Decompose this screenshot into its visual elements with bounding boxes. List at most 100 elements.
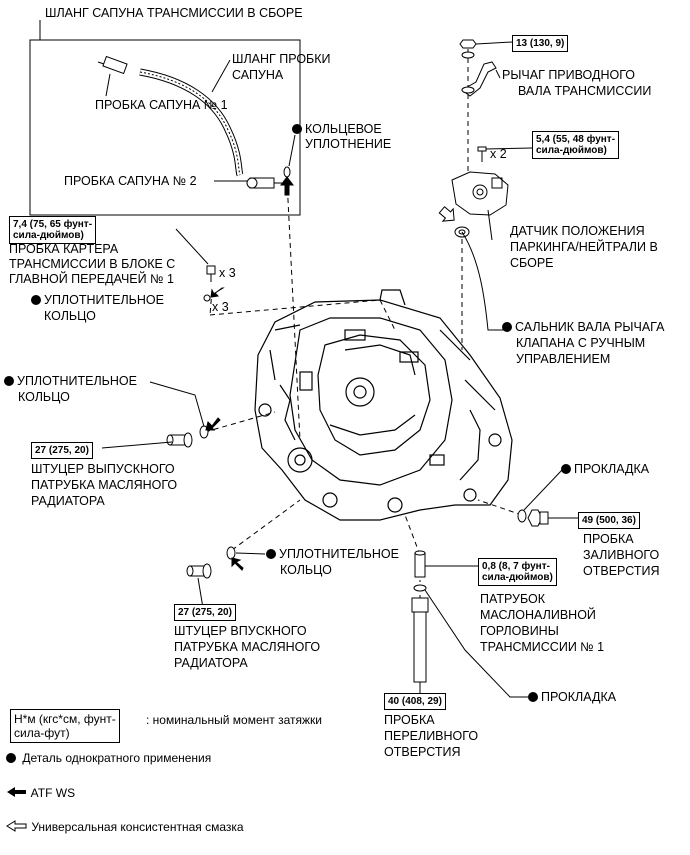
- label-inlet-union-2: ПАТРУБКА МАСЛЯНОГО: [174, 640, 321, 654]
- label-case-plug-3: ГЛАВНОЙ ПЕРЕДАЧЕЙ № 1: [9, 272, 174, 286]
- label-oil-seal-2: КЛАПАНА С РУЧНЫМ: [516, 336, 646, 350]
- label-overflow-plug-3: ОТВЕРСТИЯ: [384, 745, 461, 759]
- label-breather-plug-2: ПРОБКА САПУНА № 2: [64, 174, 197, 188]
- sensor-bolt-part: [477, 146, 533, 162]
- non-reusable-dot-icon: [528, 692, 538, 702]
- torque-74-line-2: сила-дюймов): [13, 230, 84, 241]
- breather-assembly-frame: [29, 20, 301, 216]
- non-reusable-dot-icon: [502, 322, 512, 332]
- label-filler-plug-2: ЗАЛИВНОГО: [583, 548, 660, 562]
- o-ring-top-part: [280, 134, 296, 196]
- filler-tube-part: [414, 550, 478, 578]
- label-breather-hose-assy: ШЛАНГ САПУНА ТРАНСМИССИИ В СБОРЕ: [45, 6, 303, 20]
- label-filler-plug-3: ОТВЕРСТИЯ: [583, 564, 660, 578]
- grease-arrow-icon: [6, 820, 27, 832]
- label-o-ring-top-2: УПЛОТНЕНИЕ: [305, 137, 392, 151]
- non-reusable-dot-icon: [561, 464, 571, 474]
- label-o-ring-top-1: КОЛЬЦЕВОЕ: [292, 122, 382, 137]
- label-gasket-ring-1b: КОЛЬЦО: [44, 309, 96, 323]
- breather-plug-2-part: [214, 177, 282, 189]
- label-x3-a: x 3: [219, 266, 236, 280]
- torque-box-49: 49 (500, 36): [578, 512, 640, 529]
- label-gasket-ring-2b: КОЛЬЦО: [18, 390, 70, 404]
- o-ring-top-text-1: КОЛЬЦЕВОЕ: [305, 122, 382, 136]
- shift-lever-part: [459, 39, 513, 97]
- legend-atf-text: ATF WS: [30, 786, 76, 800]
- label-shift-lever-2: ВАЛА ТРАНСМИССИИ: [518, 84, 652, 98]
- label-park-neutral-1: ДАТЧИК ПОЛОЖЕНИЯ: [510, 224, 645, 238]
- dashed-leaders: [204, 40, 523, 600]
- legend-non-reusable-text: Деталь однократного применения: [22, 751, 212, 765]
- torque-box-54: 5,4 (55, 48 фунт-сила-дюймов): [532, 131, 620, 159]
- label-x2: x 2: [490, 147, 507, 161]
- legend-torque-line-2: сила-фут): [14, 726, 70, 740]
- label-gasket-ring-3b: КОЛЬЦО: [280, 563, 332, 577]
- label-filler-tube-3: ГОРЛОВИНЫ: [480, 624, 559, 638]
- label-outlet-union-3: РАДИАТОРА: [31, 494, 105, 508]
- breather-hose-part: [139, 59, 244, 177]
- gasket-bottom-text: ПРОКЛАДКА: [541, 690, 617, 704]
- atf-arrow-icon: [7, 787, 26, 797]
- non-reusable-dot-icon: [292, 124, 302, 134]
- legend-torque-line-1: Н*м (кгс*см, фунт-: [14, 712, 116, 726]
- legend-atf: ATF WS: [6, 786, 75, 800]
- breather-plug-1-part: [97, 55, 128, 97]
- legend-grease-text: Универсальная консистентная смазка: [31, 820, 244, 834]
- label-case-plug-2: ТРАНСМИССИИ В БЛОКЕ С: [9, 257, 176, 271]
- label-overflow-plug-1: ПРОБКА: [384, 713, 435, 727]
- label-gasket-ring-1: УПЛОТНИТЕЛЬНОЕ: [31, 293, 164, 308]
- label-inlet-union-3: РАДИАТОРА: [174, 656, 248, 670]
- torque-74-line-1: 7,4 (75, 65 фунт-: [13, 219, 93, 230]
- non-reusable-dot-icon: [4, 376, 14, 386]
- oil-seal-text-1: САЛЬНИК ВАЛА РЫЧАГА: [515, 320, 665, 334]
- gasket-ring-2-text: УПЛОТНИТЕЛЬНОЕ: [17, 374, 137, 388]
- non-reusable-dot-icon: [6, 753, 16, 763]
- gasket-ring-3-text: УПЛОТНИТЕЛЬНОЕ: [279, 547, 399, 561]
- case-plug-part: [175, 228, 225, 302]
- label-filler-tube-1: ПАТРУБОК: [480, 592, 546, 606]
- label-breather-plug-hose-1: ШЛАНГ ПРОБКИ: [232, 52, 331, 66]
- torque-box-27-inlet: 27 (275, 20): [174, 604, 236, 621]
- label-x3-b: x 3: [212, 300, 229, 314]
- torque-08-line-1: 0,8 (8, 7 фунт-: [482, 561, 550, 572]
- label-case-plug-1: ПРОБКА КАРТЕРА: [9, 242, 119, 256]
- label-gasket-ring-2: УПЛОТНИТЕЛЬНОЕ: [4, 374, 137, 389]
- label-inlet-union-1: ШТУЦЕР ВПУСКНОГО: [174, 624, 307, 638]
- legend-torque-box: Н*м (кгс*см, фунт- сила-фут): [10, 709, 120, 743]
- torque-box-08: 0,8 (8, 7 фунт-сила-дюймов): [478, 558, 557, 586]
- label-gasket-right: ПРОКЛАДКА: [561, 462, 649, 477]
- label-filler-tube-2: МАСЛОНАЛИВНОЙ: [480, 608, 596, 622]
- torque-54-line-1: 5,4 (55, 48 фунт-: [536, 134, 616, 145]
- label-oil-seal-3: УПРАВЛЕНИЕМ: [516, 352, 611, 366]
- inlet-union-part: [186, 546, 266, 609]
- transmission-case-part: [254, 289, 513, 521]
- legend-grease: Универсальная консистентная смазка: [6, 820, 244, 834]
- outlet-union-part: [101, 381, 221, 449]
- non-reusable-dot-icon: [31, 295, 41, 305]
- label-filler-plug-1: ПРОБКА: [583, 532, 634, 546]
- label-park-neutral-2: ПАРКИНГА/НЕЙТРАЛИ В: [510, 240, 658, 254]
- filler-plug-part: [517, 469, 578, 527]
- label-gasket-bottom: ПРОКЛАДКА: [528, 690, 616, 705]
- torque-box-27-outlet: 27 (275, 20): [31, 442, 93, 459]
- label-oil-seal-1: САЛЬНИК ВАЛА РЫЧАГА: [502, 320, 664, 335]
- legend-torque-desc: : номинальный момент затяжки: [146, 713, 322, 727]
- label-gasket-ring-3: УПЛОТНИТЕЛЬНОЕ: [266, 547, 399, 562]
- label-breather-plug-hose-2: САПУНА: [232, 68, 284, 82]
- non-reusable-dot-icon: [266, 549, 276, 559]
- torque-box-74: 7,4 (75, 65 фунт-сила-дюймов): [9, 216, 97, 244]
- gasket-right-text: ПРОКЛАДКА: [574, 462, 650, 476]
- label-outlet-union-2: ПАТРУБКА МАСЛЯНОГО: [31, 478, 178, 492]
- torque-54-line-2: сила-дюймов): [536, 145, 607, 156]
- overflow-plug-part: [411, 584, 528, 698]
- label-breather-plug-1: ПРОБКА САПУНА № 1: [95, 98, 228, 112]
- label-park-neutral-3: СБОРЕ: [510, 256, 554, 270]
- label-filler-tube-4: ТРАНСМИССИИ № 1: [480, 640, 605, 654]
- oil-seal-part: [438, 206, 510, 331]
- park-neutral-sensor-part: [451, 171, 509, 241]
- torque-08-line-2: сила-дюймов): [482, 572, 553, 583]
- legend-non-reusable: Деталь однократного применения: [6, 751, 211, 765]
- gasket-ring-1-text: УПЛОТНИТЕЛЬНОЕ: [44, 293, 164, 307]
